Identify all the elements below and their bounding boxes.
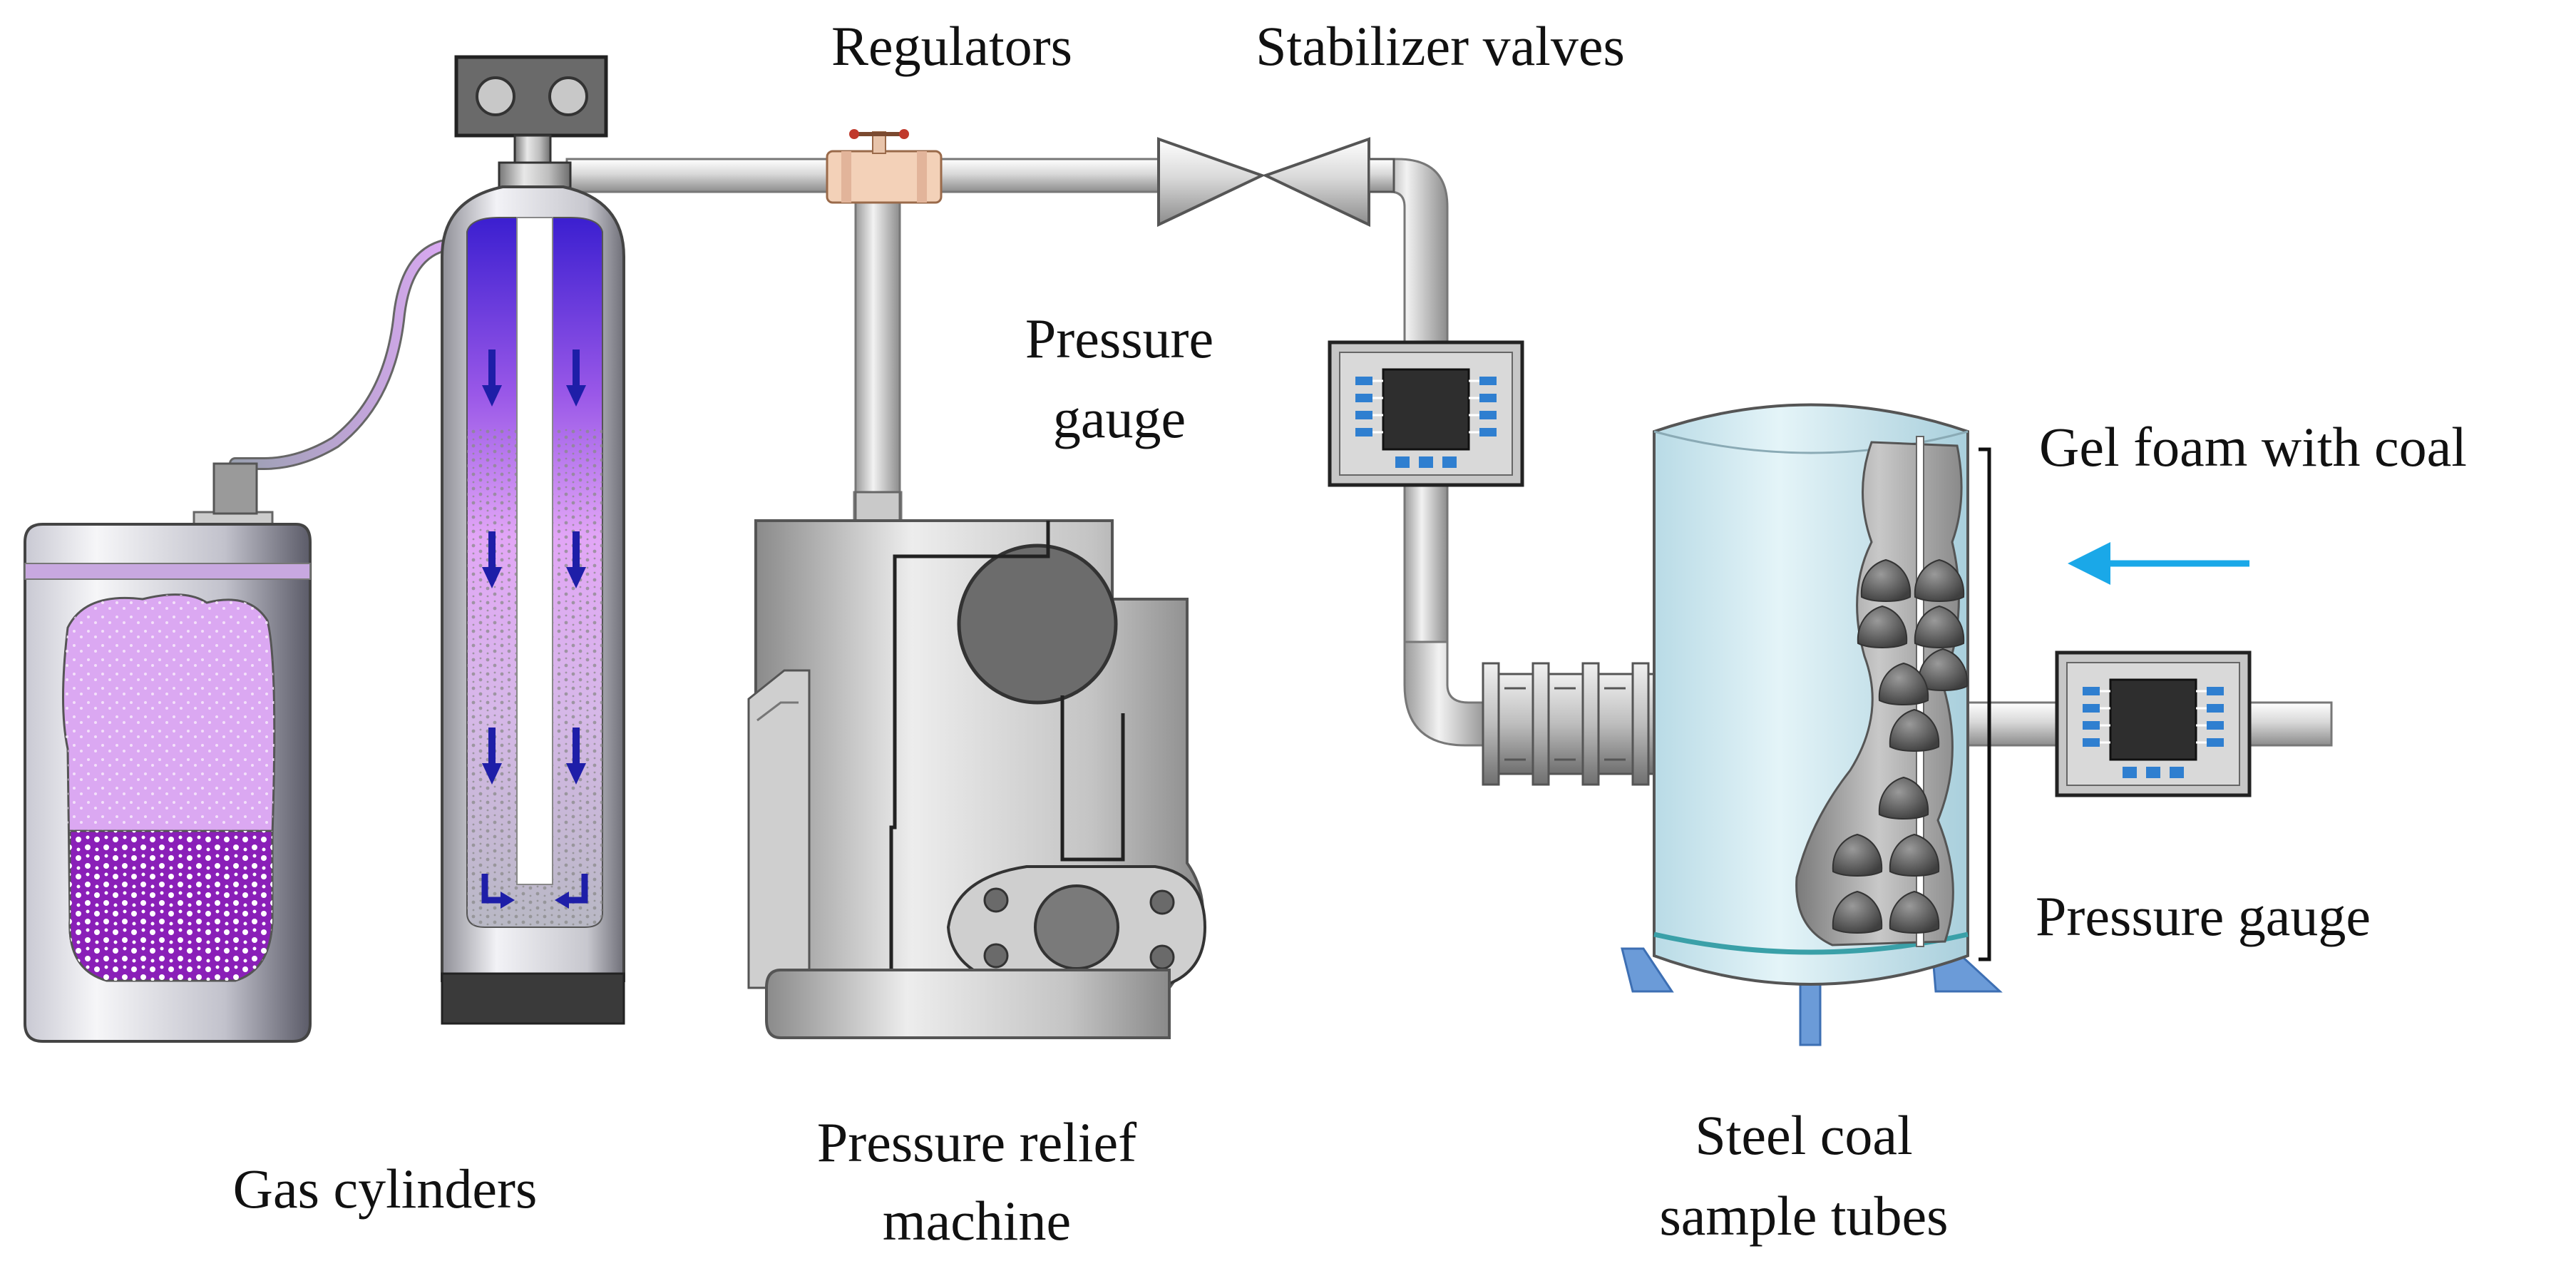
label-gas-cylinders: Gas cylinders [232, 1158, 538, 1220]
steel-coal-sample-tube [1621, 403, 2003, 1046]
label-stabilizer-valves: Stabilizer valves [1256, 15, 1625, 77]
arrow-left-icon [2068, 542, 2249, 585]
label-steel-coal-line2: sample tubes [1659, 1185, 1949, 1247]
label-regulators: Regulators [831, 15, 1072, 77]
pressure-gauge-upper [1330, 342, 1522, 485]
pressure-relief-machine [747, 491, 1207, 1039]
regulator-valve [826, 129, 943, 204]
label-pressure-relief-line2: machine [882, 1190, 1072, 1252]
gas-cylinder-short [24, 240, 448, 1043]
label-gel-foam-with-coal: Gel foam with coal [2039, 416, 2467, 478]
label-pressure-gauge-top-line1: Pressure [1025, 307, 1214, 369]
stabilizer-valves [1157, 137, 1395, 228]
label-pressure-gauge-right: Pressure gauge [2036, 885, 2371, 947]
gas-cylinder-tall [441, 55, 625, 1025]
pressure-gauge-right [2057, 653, 2249, 795]
label-pressure-gauge-top-line2: gauge [1052, 387, 1186, 449]
label-pressure-relief-line1: Pressure relief [816, 1111, 1137, 1173]
label-steel-coal-line1: Steel coal [1695, 1104, 1913, 1166]
